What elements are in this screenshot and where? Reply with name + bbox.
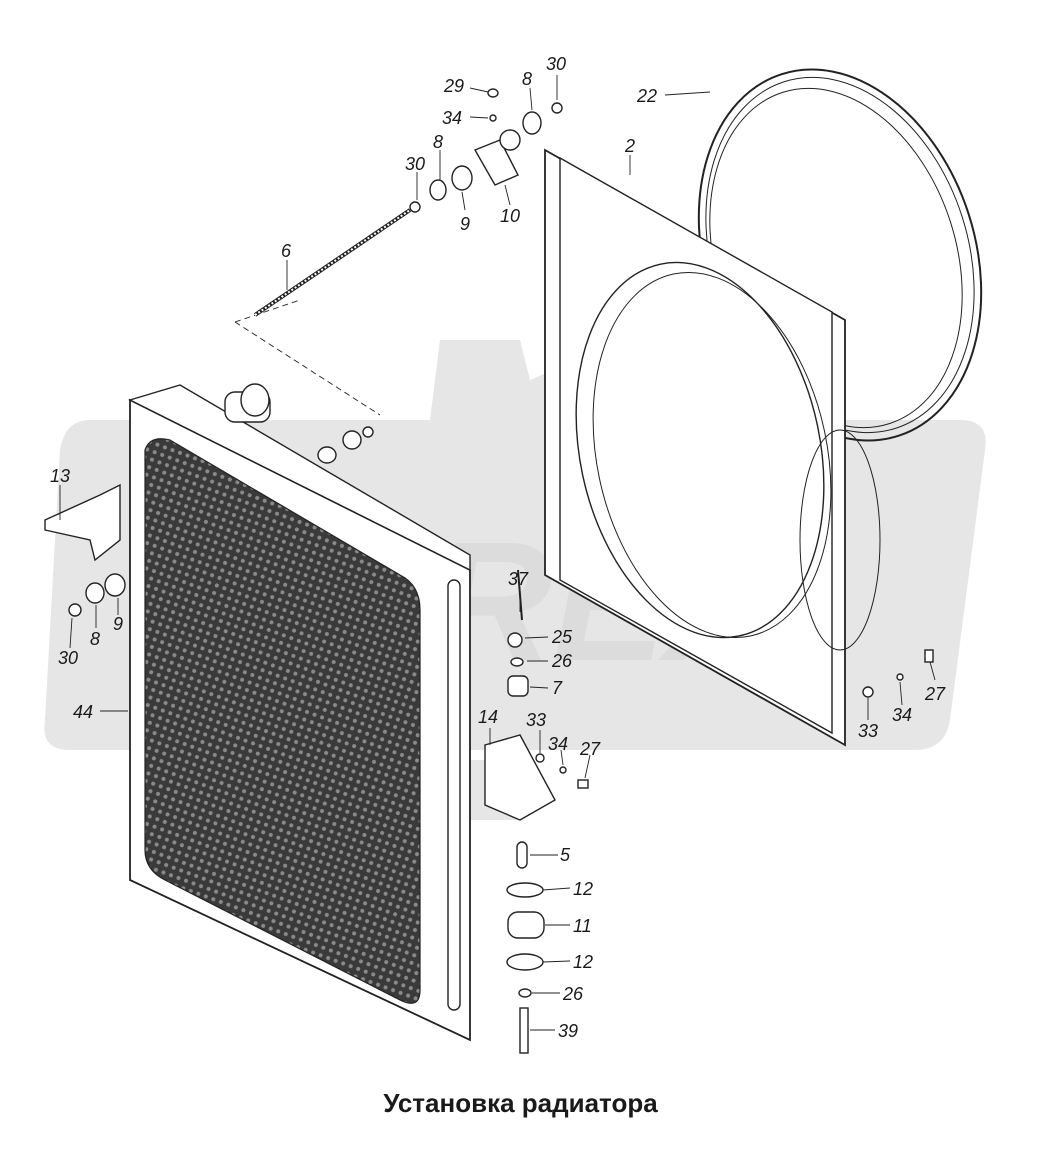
callout-44: 44 (73, 702, 93, 722)
callout-30: 30 (405, 154, 425, 174)
radiator-part-44 (128, 383, 471, 1042)
leader-lines (59, 75, 936, 1031)
callout-8: 8 (433, 132, 443, 152)
hardware-radiator-top (317, 426, 374, 464)
callout-34: 34 (442, 108, 462, 128)
lower-mount-hardware (484, 569, 934, 1054)
bracket-part-13 (44, 483, 126, 617)
callout-12: 12 (573, 952, 593, 972)
callout-7: 7 (552, 678, 563, 698)
callout-9: 9 (460, 214, 470, 234)
callout-30: 30 (58, 648, 78, 668)
callout-34: 34 (892, 705, 912, 725)
callout-5: 5 (560, 845, 571, 865)
callout-labels: 29 34 8 30 22 8 30 2 9 10 6 13 30 8 9 44… (50, 54, 946, 1041)
callout-9: 9 (113, 614, 123, 634)
callout-33: 33 (526, 710, 546, 730)
callout-34: 34 (548, 734, 568, 754)
callout-13: 13 (50, 466, 70, 486)
callout-10: 10 (500, 206, 520, 226)
callout-8: 8 (522, 69, 532, 89)
callout-22: 22 (636, 86, 657, 106)
fan-shroud-part-2 (544, 148, 881, 747)
diagram-caption: Установка радиатора (383, 1088, 658, 1118)
callout-26: 26 (562, 984, 584, 1004)
callout-39: 39 (558, 1021, 578, 1041)
callout-33: 33 (858, 721, 878, 741)
callout-29: 29 (443, 76, 464, 96)
callout-27: 27 (924, 684, 946, 704)
callout-14: 14 (478, 707, 498, 727)
callout-30: 30 (546, 54, 566, 74)
callout-2: 2 (624, 136, 635, 156)
callout-8: 8 (90, 629, 100, 649)
callout-26: 26 (551, 651, 573, 671)
callout-6: 6 (281, 241, 292, 261)
callout-27: 27 (579, 739, 601, 759)
callout-12: 12 (573, 879, 593, 899)
callout-37: 37 (508, 569, 529, 589)
upper-mount-hardware (409, 88, 563, 213)
tie-rod-part-6 (253, 208, 412, 317)
callout-25: 25 (551, 627, 573, 647)
callout-11: 11 (573, 916, 592, 936)
